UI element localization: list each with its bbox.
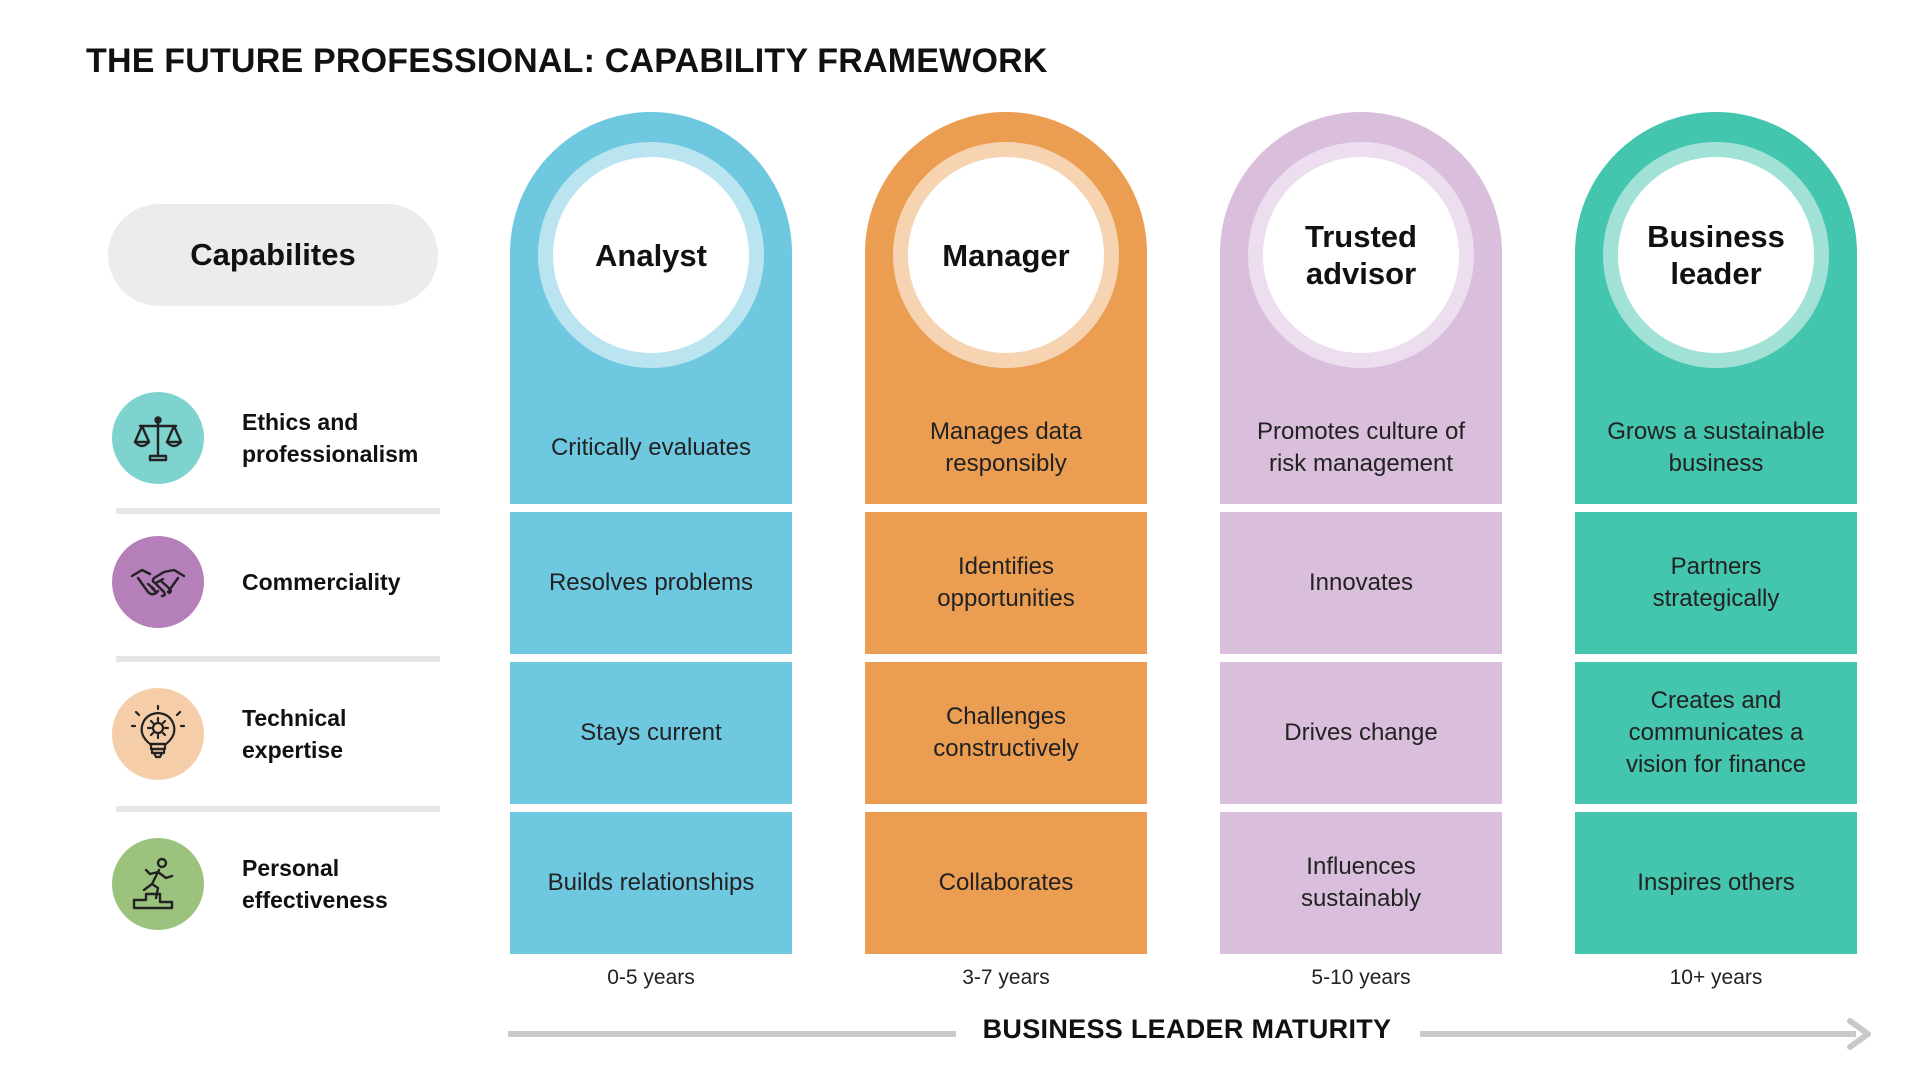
capability-row-ethics: Ethics and professionalism [112, 392, 442, 484]
level-ring: Business leader [1603, 142, 1829, 368]
level-column-manager: Manager Manages data responsibly Identif… [865, 112, 1147, 990]
years-label: 3-7 years [962, 966, 1050, 989]
level-ring: Trusted advisor [1248, 142, 1474, 368]
capability-cell: Challenges constructively [865, 662, 1147, 804]
capability-cell: Promotes culture of risk management [1256, 418, 1466, 477]
level-column-business-leader: Business leader Grows a sustainable busi… [1575, 112, 1857, 990]
years-label: 10+ years [1669, 966, 1763, 989]
capability-label: Technical expertise [242, 705, 347, 763]
page-title: THE FUTURE PROFESSIONAL: CAPABILITY FRAM… [86, 42, 1048, 80]
level-title: Analyst [553, 157, 749, 353]
years-label: 5-10 years [1311, 966, 1411, 989]
capability-cell: Manages data responsibly [929, 418, 1083, 477]
capability-cell: Builds relationships [510, 812, 792, 954]
level-header: Trusted advisor Promotes culture of risk… [1220, 112, 1502, 504]
level-ring: Manager [893, 142, 1119, 368]
capability-cell: Influences sustainably [1220, 812, 1502, 954]
capability-label: Personal effectiveness [242, 855, 388, 913]
capability-cell: Innovates [1220, 512, 1502, 654]
maturity-arrow-line-right [1420, 1031, 1856, 1037]
maturity-arrow-line-left [508, 1031, 956, 1037]
level-column-analyst: Analyst Critically evaluates Resolves pr… [510, 112, 792, 990]
row-divider [116, 656, 440, 662]
capability-row-technical: Technical expertise [112, 688, 442, 780]
capability-cell: Grows a sustainable business [1607, 418, 1825, 477]
years-label: 0-5 years [607, 966, 695, 989]
capability-cell: Identifies opportunities [865, 512, 1147, 654]
capability-cell: Inspires others [1575, 812, 1857, 954]
capabilities-header-label: Capabilites [190, 237, 356, 272]
capabilities-header: Capabilites [108, 204, 438, 306]
level-title: Business leader [1618, 157, 1814, 353]
level-header: Analyst Critically evaluates [510, 112, 792, 504]
person-climbing-steps-icon [112, 838, 204, 930]
row-divider [116, 806, 440, 812]
lightbulb-gear-icon [112, 688, 204, 780]
capability-cell: Stays current [510, 662, 792, 804]
level-title: Manager [908, 157, 1104, 353]
level-title: Trusted advisor [1263, 157, 1459, 353]
capability-row-personal: Personal effectiveness [112, 838, 442, 930]
level-header: Manager Manages data responsibly [865, 112, 1147, 504]
capability-cell: Critically evaluates [550, 434, 752, 461]
capability-cell: Drives change [1220, 662, 1502, 804]
capability-cell: Partners strategically [1575, 512, 1857, 654]
handshake-icon [112, 536, 204, 628]
arrow-right-icon [1847, 1018, 1871, 1050]
capability-label: Commerciality [242, 569, 401, 595]
maturity-label: BUSINESS LEADER MATURITY [982, 1014, 1392, 1044]
level-column-trusted-advisor: Trusted advisor Promotes culture of risk… [1220, 112, 1502, 990]
capability-cell: Resolves problems [510, 512, 792, 654]
row-divider [116, 508, 440, 514]
capability-cell: Collaborates [865, 812, 1147, 954]
capability-label: Ethics and professionalism [242, 409, 419, 467]
level-ring: Analyst [538, 142, 764, 368]
capability-cell: Creates and communicates a vision for fi… [1575, 662, 1857, 804]
level-header: Business leader Grows a sustainable busi… [1575, 112, 1857, 504]
capability-row-commerciality: Commerciality [112, 536, 442, 628]
scales-icon [112, 392, 204, 484]
